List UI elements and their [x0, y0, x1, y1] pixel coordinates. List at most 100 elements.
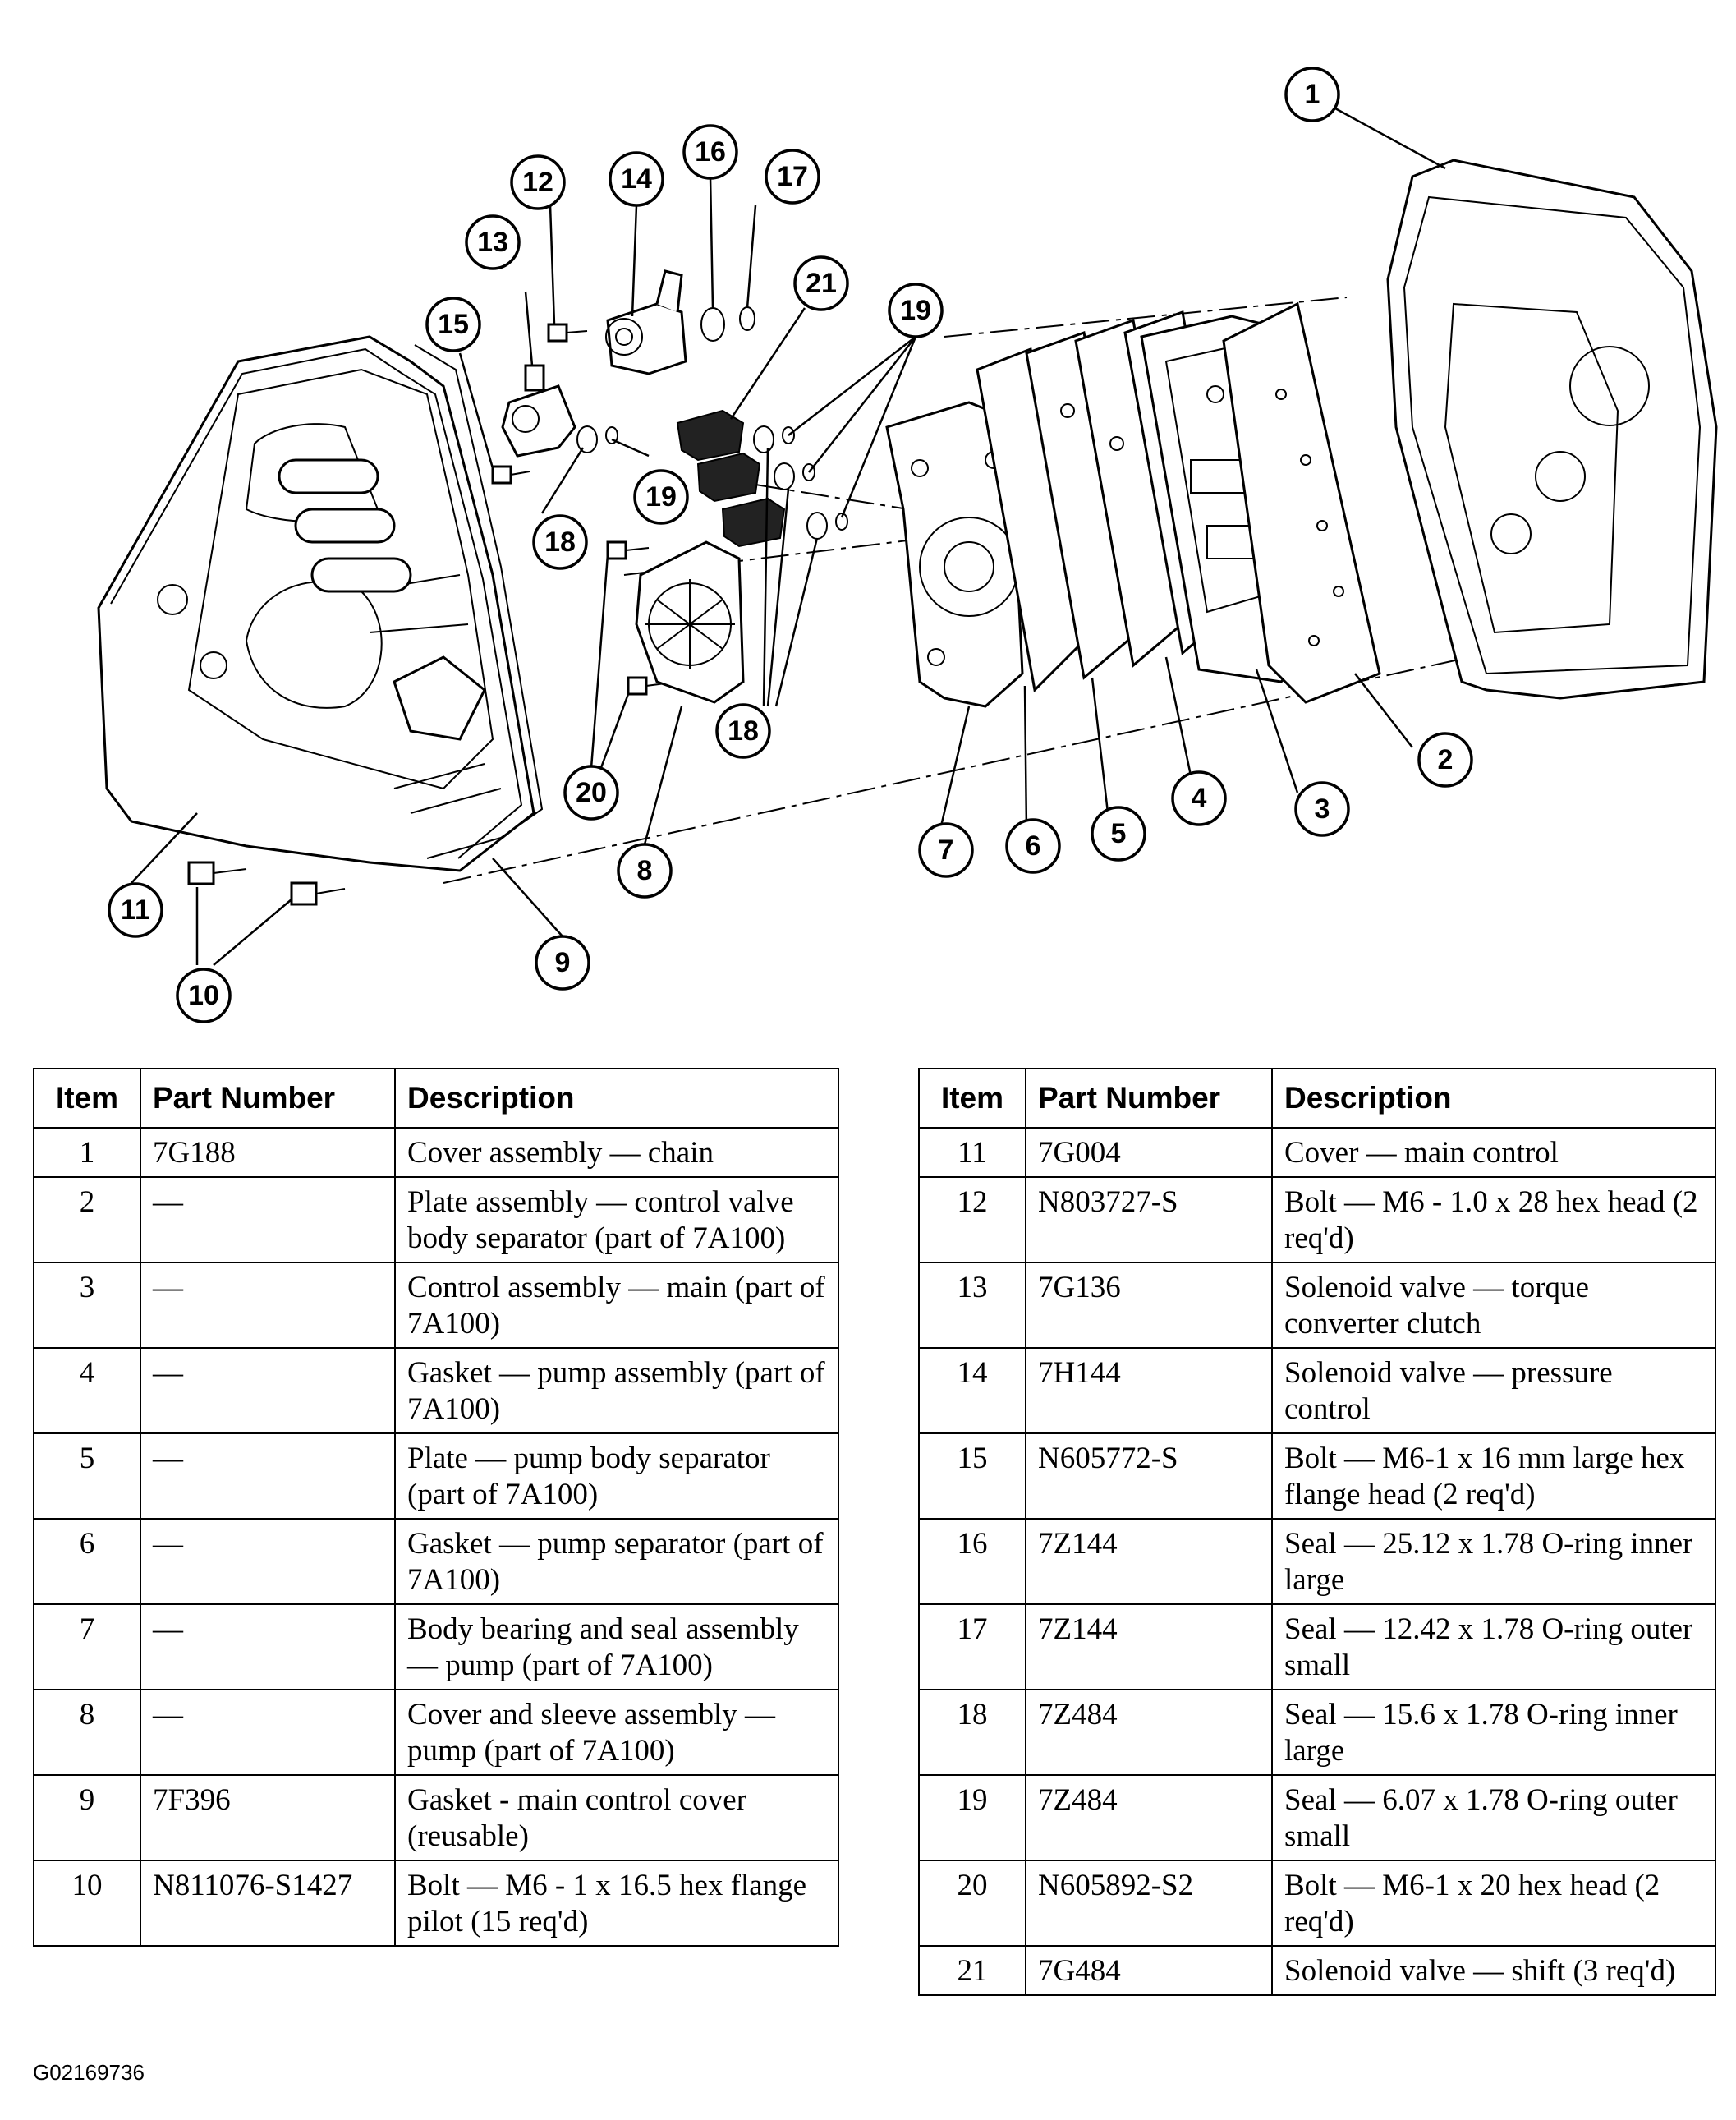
table-header-row: Item Part Number Description: [918, 1068, 1716, 1129]
part-number-cell: 7Z484: [1025, 1774, 1273, 1861]
svg-text:5: 5: [1111, 818, 1127, 849]
item-cell: 21: [918, 1945, 1026, 1996]
svg-text:10: 10: [188, 980, 219, 1011]
description-cell: Bolt — M6 - 1 x 16.5 hex flange pilot (1…: [394, 1860, 839, 1947]
part-number-cell: 7F396: [140, 1774, 396, 1861]
part-number-cell: —: [140, 1347, 396, 1434]
header-description: Description: [394, 1068, 839, 1129]
svg-text:18: 18: [728, 715, 759, 747]
svg-text:4: 4: [1192, 783, 1207, 814]
item-cell: 2: [33, 1176, 141, 1263]
callout-19a: 19: [888, 283, 944, 338]
item-cell: 18: [918, 1689, 1026, 1776]
svg-text:9: 9: [555, 947, 571, 978]
callout-3: 3: [1294, 781, 1350, 837]
callout-20: 20: [563, 765, 619, 821]
callout-12: 12: [510, 154, 566, 210]
flange-bolts-part: [187, 861, 346, 906]
part-number-cell: —: [140, 1603, 396, 1690]
callout-6: 6: [1005, 818, 1061, 874]
part-number-cell: N605892-S2: [1025, 1860, 1273, 1947]
callout-21: 21: [793, 255, 849, 311]
header-item: Item: [918, 1068, 1026, 1129]
svg-text:18: 18: [544, 527, 576, 558]
item-cell: 17: [918, 1603, 1026, 1690]
svg-text:19: 19: [645, 481, 677, 513]
item-cell: 4: [33, 1347, 141, 1434]
description-cell: Solenoid valve — torque converter clutch: [1271, 1262, 1716, 1349]
description-cell: Gasket — pump separator (part of 7A100): [394, 1518, 839, 1605]
tcc-solenoid-part: [491, 323, 588, 485]
description-cell: Seal — 25.12 x 1.78 O-ring inner large: [1271, 1518, 1716, 1605]
description-cell: Gasket — pump assembly (part of 7A100): [394, 1347, 839, 1434]
pump-cover-part: [606, 540, 745, 704]
item-cell: 13: [918, 1262, 1026, 1349]
callout-18b: 18: [715, 703, 771, 759]
part-number-cell: 7H144: [1025, 1347, 1273, 1434]
svg-text:20: 20: [576, 777, 607, 808]
item-cell: 3: [33, 1262, 141, 1349]
callout-5: 5: [1091, 806, 1146, 862]
svg-text:1: 1: [1305, 79, 1320, 110]
svg-text:2: 2: [1438, 744, 1454, 775]
svg-text:6: 6: [1026, 830, 1041, 862]
part-number-cell: 7Z484: [1025, 1689, 1273, 1776]
description-cell: Body bearing and seal assembly — pump (p…: [394, 1603, 839, 1690]
callout-18a: 18: [532, 514, 588, 570]
exploded-view-diagram: 1 2 3 4 5 6 7 8 9 10 11 12 13 14 15 16 1…: [97, 67, 1718, 1023]
description-cell: Cover assembly — chain: [394, 1127, 839, 1178]
callout-8: 8: [617, 843, 673, 899]
item-cell: 6: [33, 1518, 141, 1605]
callout-9: 9: [535, 935, 590, 991]
item-cell: 12: [918, 1176, 1026, 1263]
part-number-cell: N605772-S: [1025, 1432, 1273, 1520]
description-cell: Solenoid valve — pressure control: [1271, 1347, 1716, 1434]
pressure-control-solenoid-part: [605, 269, 687, 375]
description-cell: Seal — 15.6 x 1.78 O-ring inner large: [1271, 1689, 1716, 1776]
description-cell: Solenoid valve — shift (3 req'd): [1271, 1945, 1716, 1996]
callout-13: 13: [465, 214, 521, 270]
description-cell: Bolt — M6 - 1.0 x 28 hex head (2 req'd): [1271, 1176, 1716, 1263]
item-cell: 1: [33, 1127, 141, 1178]
item-cell: 20: [918, 1860, 1026, 1947]
callout-10: 10: [176, 968, 232, 1023]
description-cell: Gasket - main control cover (reusable): [394, 1774, 839, 1861]
item-cell: 11: [918, 1127, 1026, 1178]
table-row: 5—Plate — pump body separator (part of 7…: [33, 1432, 839, 1520]
part-number-cell: N803727-S: [1025, 1176, 1273, 1263]
svg-text:8: 8: [637, 855, 653, 886]
gasket-outline: [414, 344, 544, 859]
callout-7: 7: [918, 822, 974, 878]
part-number-cell: 7G484: [1025, 1945, 1273, 1996]
callout-15: 15: [425, 297, 481, 352]
item-cell: 16: [918, 1518, 1026, 1605]
svg-text:15: 15: [438, 309, 469, 340]
callout-2: 2: [1417, 732, 1473, 788]
svg-text:21: 21: [806, 268, 837, 299]
table-row: 4—Gasket — pump assembly (part of 7A100): [33, 1347, 839, 1434]
description-cell: Bolt — M6-1 x 16 mm large hex flange hea…: [1271, 1432, 1716, 1520]
chain-cover-assembly-part: [1386, 159, 1718, 700]
table-row: 8—Cover and sleeve assembly — pump (part…: [33, 1689, 839, 1776]
table-row: 6—Gasket — pump separator (part of 7A100…: [33, 1518, 839, 1605]
header-description: Description: [1271, 1068, 1716, 1129]
svg-text:14: 14: [621, 163, 652, 195]
header-part-number: Part Number: [1025, 1068, 1273, 1129]
shift-solenoids-part: [676, 409, 786, 548]
part-number-cell: —: [140, 1262, 396, 1349]
header-item: Item: [33, 1068, 141, 1129]
callout-19b: 19: [633, 469, 689, 525]
svg-text:7: 7: [939, 835, 954, 866]
part-number-cell: 7Z144: [1025, 1518, 1273, 1605]
part-number-cell: 7G188: [140, 1127, 396, 1178]
callout-16: 16: [682, 124, 738, 180]
